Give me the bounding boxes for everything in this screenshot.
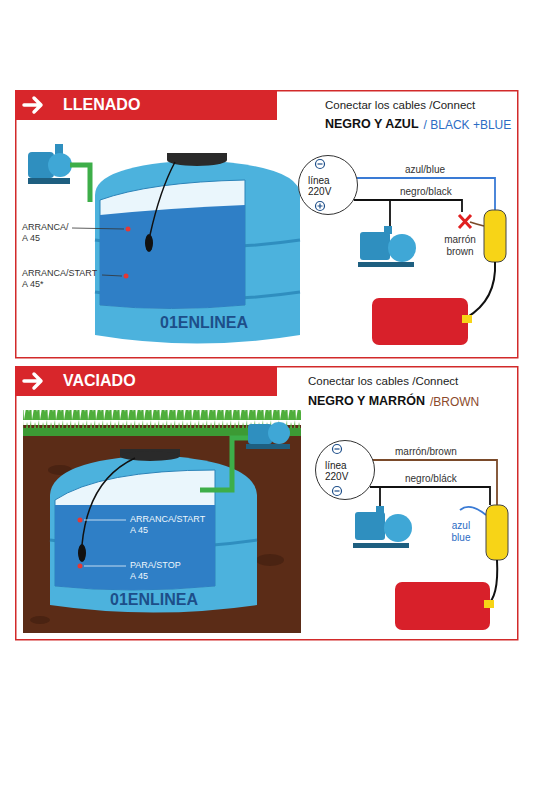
wire-label: negro/black — [400, 186, 452, 198]
brand-logo: 01ENLINEA — [110, 590, 198, 609]
level-label: ARRANCA/START A 45 — [130, 514, 212, 536]
wire-label: azul/blue — [405, 164, 445, 176]
instruction-text: Conectar los cables /Connect — [308, 375, 458, 389]
power-line-label: línea 220V — [325, 460, 359, 482]
instruction-text: Conectar los cables /Connect — [325, 99, 475, 113]
level-label: PARA/STOP A 45 — [130, 560, 188, 582]
power-line-label: línea 220V — [308, 175, 342, 197]
power-line-circle: línea 220V — [298, 155, 358, 215]
level-label: ARRANCA/START A 45* — [22, 268, 104, 290]
wire-label: marrón/brown — [395, 446, 457, 458]
wire-label: azul blue — [444, 520, 478, 544]
wire-pair-title: NEGRO Y MARRÓN — [308, 394, 425, 409]
wire-pair-subtitle: / BLACK +BLUE — [424, 118, 512, 132]
section-banner: VACIADO — [15, 366, 277, 396]
section-banner: LLENADO — [15, 90, 277, 120]
banner-title: VACIADO — [63, 366, 136, 396]
level-label: ARRANCA/ A 45 — [22, 222, 74, 244]
power-line-circle: línea 220V — [315, 440, 375, 500]
wire-pair-subtitle: /BROWN — [430, 395, 479, 409]
wire-label: negro/bláck — [405, 473, 457, 485]
wire-label: marrón brown — [438, 234, 482, 258]
banner-title: LLENADO — [63, 90, 140, 120]
wire-pair-title: NEGRO Y AZUL — [325, 117, 419, 132]
brand-logo: 01ENLINEA — [160, 313, 248, 332]
